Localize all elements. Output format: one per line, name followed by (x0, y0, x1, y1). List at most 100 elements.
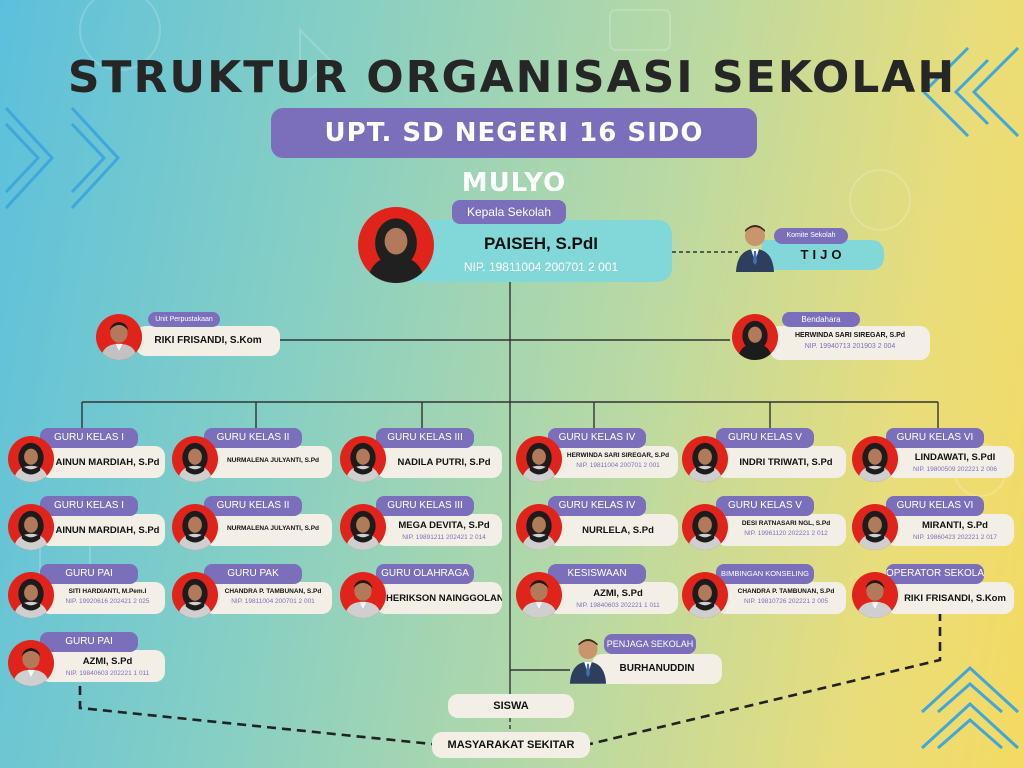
staff-photo (852, 504, 898, 550)
staff-card: NADILA PUTRI, S.Pd (376, 446, 502, 478)
staff-name: AINUN MARDIAH, S.Pd (55, 457, 160, 468)
kepala-nip: NIP. 19811004 200701 2 001 (463, 260, 619, 274)
staff-name: MEGA DEVITA, S.Pd (398, 520, 490, 531)
staff-role: GURU PAI (40, 564, 138, 584)
kepala-photo (358, 207, 434, 283)
staff-photo (682, 572, 728, 618)
staff-nip: NIP. 19891211 202421 2 014 (402, 534, 486, 541)
staff-name: NURLELA, S.Pd (582, 525, 654, 536)
staff-name: HERWINDA SARI SIREGAR, S.Pd (566, 452, 670, 459)
staff-name: DESI RATNASARI NGL, S.Pd (741, 520, 831, 527)
staff-photo (516, 572, 562, 618)
staff-role: GURU KELAS I (40, 428, 138, 448)
komite-name: TIJO (762, 240, 884, 270)
staff-name: SITI HARDIANTI, M.Pem.I (68, 588, 147, 595)
kepala-card: PAISEH, S.PdI NIP. 19811004 200701 2 001 (410, 220, 672, 282)
staff-role: GURU KELAS I (40, 496, 138, 516)
staff-nip: NIP. 19800509 202221 2 006 (912, 466, 998, 473)
staff-name: NURMALENA JULYANTI, S.Pd (226, 525, 320, 532)
masyarakat-box: MASYARAKAT SEKITAR (432, 732, 590, 758)
staff-nip: NIP. 19811004 200701 2 001 (576, 462, 660, 469)
chevron-left-icon (4, 106, 121, 210)
staff-card: INDRI TRIWATI, S.Pd (716, 446, 846, 478)
staff-photo (682, 504, 728, 550)
staff-name: NURMALENA JULYANTI, S.Pd (226, 457, 320, 464)
bendahara-nip: NIP. 19940713 201903 2 004 (804, 343, 896, 350)
kepala-name: PAISEH, S.PdI (484, 234, 598, 253)
staff-card: NURLELA, S.Pd (548, 514, 678, 546)
bendahara-role: Bendahara (782, 312, 860, 327)
bendahara-photo (732, 314, 778, 360)
staff-photo (8, 504, 54, 550)
staff-role: GURU KELAS III (376, 428, 474, 448)
siswa-box: SISWA (448, 694, 574, 718)
staff-photo (8, 640, 54, 686)
staff-photo (340, 436, 386, 482)
staff-photo (682, 436, 728, 482)
staff-photo (340, 572, 386, 618)
kepala-role: Kepala Sekolah (452, 200, 566, 224)
staff-role: GURU KELAS II (204, 428, 302, 448)
perpustakaan-role: Unit Perpustakaan (148, 312, 220, 327)
penjaga-name: BURHANUDDIN (619, 663, 695, 674)
chevron-right-icon (921, 46, 1020, 138)
staff-role: KESISWAAN (548, 564, 646, 584)
staff-photo (172, 436, 218, 482)
staff-name: HERIKSON NAINGGOLAN (386, 593, 502, 604)
staff-role: GURU PAI (40, 632, 138, 652)
staff-card: RIKI FRISANDI, S.Kom (886, 582, 1014, 614)
staff-name: LINDAWATI, S.PdI (914, 452, 996, 463)
staff-nip: NIP. 19840603 202221 1 011 (576, 602, 660, 609)
staff-role: OPERATOR SEKOLAH (886, 564, 984, 584)
komite-role: Komite Sekolah (774, 228, 848, 244)
staff-role: GURU KELAS V (716, 496, 814, 516)
staff-card: AINUN MARDIAH, S.Pd (40, 514, 165, 546)
staff-photo (8, 572, 54, 618)
staff-photo (852, 572, 898, 618)
perpustakaan-photo (96, 314, 142, 360)
staff-name: CHANDRA P. TAMBUNAN, S.Pd (224, 588, 322, 595)
staff-name: NADILA PUTRI, S.Pd (397, 457, 491, 468)
staff-name: AZMI, S.Pd (593, 588, 643, 599)
staff-name: AZMI, S.Pd (82, 656, 133, 667)
staff-role: GURU PAK (204, 564, 302, 584)
staff-photo (172, 504, 218, 550)
staff-nip: NIP. 19811004 200701 2 001 (231, 598, 315, 605)
staff-role: GURU KELAS VI (886, 428, 984, 448)
staff-role: GURU KELAS IV (548, 428, 646, 448)
staff-nip: NIP. 19860423 202221 2 017 (912, 534, 998, 541)
person-icon (734, 222, 776, 272)
staff-nip: NIP. 19810726 202221 2 005 (743, 598, 829, 605)
page-title: STRUKTUR ORGANISASI SEKOLAH (67, 52, 957, 103)
staff-role: GURU OLAHRAGA (376, 564, 474, 584)
staff-card: AINUN MARDIAH, S.Pd (40, 446, 165, 478)
staff-photo (852, 436, 898, 482)
penjaga-role: PENJAGA SEKOLAH (604, 634, 696, 654)
staff-name: AINUN MARDIAH, S.Pd (55, 525, 160, 536)
staff-card: NURMALENA JULYANTI, S.Pd (204, 514, 332, 546)
staff-card: NURMALENA JULYANTI, S.Pd (204, 446, 332, 478)
staff-role: BIMBINGAN KONSELING (716, 564, 814, 584)
staff-photo (8, 436, 54, 482)
staff-role: GURU KELAS III (376, 496, 474, 516)
staff-name: RIKI FRISANDI, S.Kom (904, 593, 1006, 604)
penjaga-card: BURHANUDDIN (592, 654, 722, 684)
staff-role: GURU KELAS IV (548, 496, 646, 516)
staff-nip: NIP. 19840603 202221 1 011 (65, 670, 150, 677)
staff-name: INDRI TRIWATI, S.Pd (739, 457, 833, 468)
perpustakaan-card: RIKI FRISANDI, S.Kom (136, 326, 280, 356)
staff-role: GURU KELAS VI (886, 496, 984, 516)
staff-photo (516, 436, 562, 482)
chevron-up-icon (920, 665, 1020, 750)
staff-name: MIRANTI, S.Pd (922, 520, 988, 531)
